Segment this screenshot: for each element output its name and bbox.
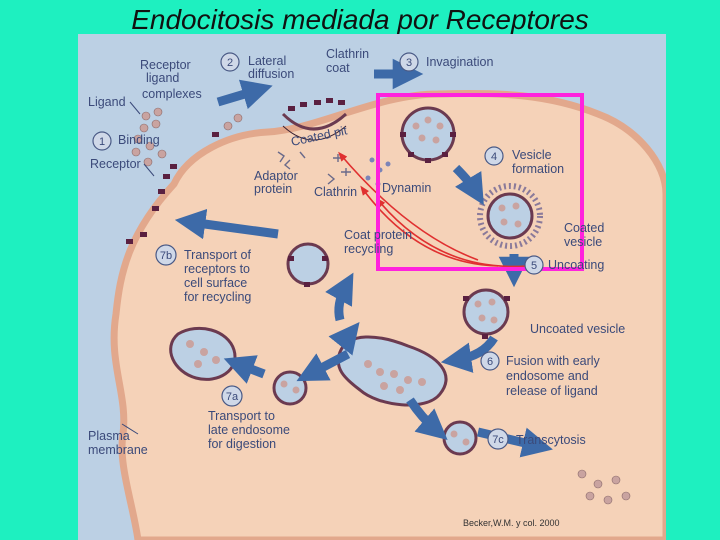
label-coated-vesicle-2: vesicle xyxy=(564,235,602,249)
label-lateral-1: Lateral xyxy=(248,54,286,68)
label-fusion-2: endosome and xyxy=(506,369,589,383)
label-transport-late-3: for digestion xyxy=(208,437,276,451)
coated-pit-brace xyxy=(282,125,347,141)
label-binding: Binding xyxy=(118,133,160,147)
label-lateral-2: diffusion xyxy=(248,67,294,81)
released-ligands xyxy=(577,469,631,505)
diagram-canvas: 1 2 3 4 5 6 7a 7b 7c Receptor ligand com… xyxy=(88,47,666,540)
coated-pit xyxy=(281,112,348,131)
svg-text:7a: 7a xyxy=(226,391,239,403)
step-5-marker: 5 xyxy=(524,255,544,275)
step-2-marker: 2 xyxy=(220,52,240,72)
late-endosome xyxy=(169,326,237,381)
surface-receptors xyxy=(126,98,345,244)
label-transport-recycling-2: receptors to xyxy=(184,262,250,276)
label-coated-vesicle-1: Coated xyxy=(564,221,604,235)
label-receptor-ligand-3: complexes xyxy=(142,87,202,101)
label-transport-recycling-1: Transport of xyxy=(184,248,251,262)
label-adaptor-2: protein xyxy=(254,182,292,196)
label-uncoated-vesicle: Uncoated vesicle xyxy=(530,322,625,336)
step-3-marker: 3 xyxy=(399,52,419,72)
highlight-box xyxy=(376,93,584,271)
label-fusion-1: Fusion with early xyxy=(506,354,601,368)
label-transcytosis: Transcytosis xyxy=(516,433,586,447)
step-markers: 1 2 3 4 5 6 7a 7b 7c xyxy=(92,52,544,450)
label-receptor: Receptor xyxy=(90,157,141,171)
label-plasma-membrane-1: Plasma xyxy=(88,429,130,443)
step-7b-marker: 7b xyxy=(155,244,177,266)
label-invagination: Invagination xyxy=(426,55,493,69)
label-plasma-membrane-2: membrane xyxy=(88,443,148,457)
label-receptor-ligand-2: ligand xyxy=(146,71,179,85)
extracellular-ligands xyxy=(131,107,243,167)
step-6-marker: 6 xyxy=(480,351,500,371)
label-vesicle-formation-1: Vesicle xyxy=(512,148,552,162)
label-uncoating: Uncoating xyxy=(548,258,604,272)
step-4-marker: 4 xyxy=(484,146,504,166)
svg-text:6: 6 xyxy=(487,356,493,368)
label-coat-recycling-1: Coat protein xyxy=(344,228,412,242)
slide-title: Endocitosis mediada por Receptores xyxy=(131,4,589,35)
uncoated-vesicle xyxy=(462,288,510,339)
label-dynamin: Dynamin xyxy=(382,181,431,195)
recycling-vesicle xyxy=(286,242,330,287)
leader-lines xyxy=(121,101,155,435)
label-coat-recycling-2: recycling xyxy=(344,242,393,256)
label-ligand: Ligand xyxy=(88,95,126,109)
transport-vesicle xyxy=(272,370,308,406)
label-transport-late-2: late endosome xyxy=(208,423,290,437)
step-1-marker: 1 xyxy=(92,131,112,151)
label-adaptor-1: Adaptor xyxy=(254,169,298,183)
label-clathrin-coat-2: coat xyxy=(326,61,350,75)
svg-text:7b: 7b xyxy=(160,250,172,262)
transcytosis-vesicle xyxy=(442,420,478,456)
label-transport-late-1: Transport to xyxy=(208,409,275,423)
figure-credit: Becker,W.M. y col. 2000 xyxy=(463,518,560,528)
coat-recycling-arrows xyxy=(338,151,527,268)
label-clathrin-coat-1: Clathrin xyxy=(326,47,369,61)
svg-text:4: 4 xyxy=(491,151,497,163)
label-fusion-3: release of ligand xyxy=(506,384,598,398)
label-transport-recycling-4: for recycling xyxy=(184,290,251,304)
label-transport-recycling-3: cell surface xyxy=(184,276,247,290)
early-endosome xyxy=(336,335,448,407)
invaginating-pit xyxy=(400,106,456,163)
label-receptor-ligand-1: Receptor xyxy=(140,58,191,72)
svg-text:1: 1 xyxy=(99,136,105,148)
label-vesicle-formation-2: formation xyxy=(512,162,564,176)
label-clathrin: Clathrin xyxy=(314,185,357,199)
svg-text:7c: 7c xyxy=(492,434,504,446)
coated-vesicle xyxy=(477,183,543,249)
svg-text:5: 5 xyxy=(531,260,537,272)
svg-text:3: 3 xyxy=(406,57,412,69)
endocytosis-diagram: 1 2 3 4 5 6 7a 7b 7c Receptor ligand com… xyxy=(78,34,666,540)
step-7a-marker: 7a xyxy=(221,385,243,407)
adaptor-clathrin-pool xyxy=(277,151,351,185)
svg-text:2: 2 xyxy=(227,57,233,69)
step-7c-marker: 7c xyxy=(487,428,509,450)
